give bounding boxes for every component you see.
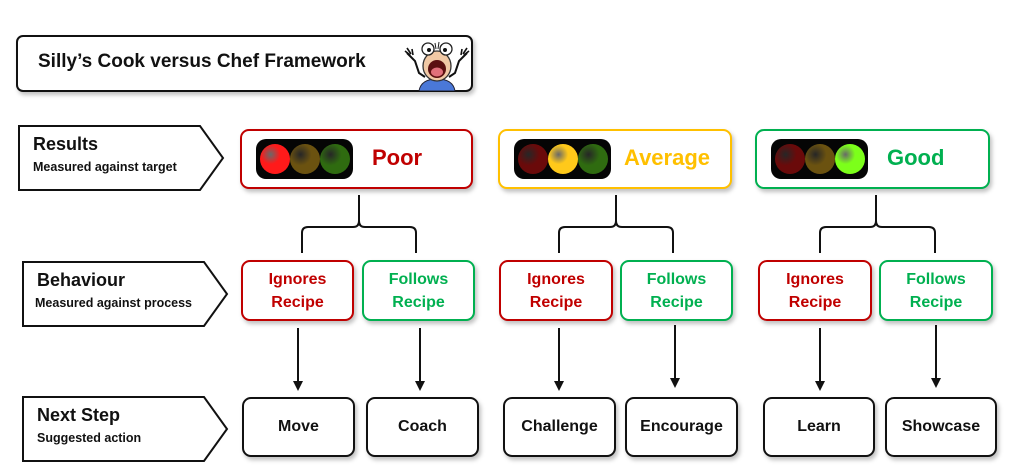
pentagon-arrow-shape	[22, 261, 229, 327]
red-lamp	[518, 144, 548, 174]
next-step-encourage: Encourage	[625, 397, 738, 457]
row-label-title: Behaviour	[37, 270, 126, 290]
row-label-subtitle: Measured against target	[33, 160, 177, 174]
behaviour-label: Ignores Recipe	[786, 270, 844, 311]
behaviour-ignores-poor: Ignores Recipe	[241, 260, 354, 321]
row-label-subtitle: Suggested action	[37, 431, 142, 445]
result-box-poor: Poor	[240, 129, 473, 189]
brace-average	[558, 195, 674, 253]
amber-lamp	[548, 144, 578, 174]
row-label-next-step: Next Step Suggested action	[22, 396, 229, 462]
next-step-coach: Coach	[366, 397, 479, 457]
next-step-showcase: Showcase	[885, 397, 997, 457]
behaviour-ignores-good: Ignores Recipe	[758, 260, 872, 321]
screaming-cartoon-face-icon	[404, 41, 470, 91]
next-step-label: Challenge	[521, 418, 598, 435]
next-step-label: Encourage	[640, 418, 723, 435]
behaviour-label: Follows Recipe	[388, 270, 449, 311]
behaviour-follows-poor: Follows Recipe	[362, 260, 475, 321]
behaviour-follows-good: Follows Recipe	[879, 260, 993, 321]
red-lamp	[260, 144, 290, 174]
behaviour-label: Follows Recipe	[646, 270, 707, 311]
title-box: Silly’s Cook versus Chef Framework	[16, 35, 473, 92]
next-step-challenge: Challenge	[503, 397, 616, 457]
red-lamp	[775, 144, 805, 174]
row-label-results: Results Measured against target	[18, 125, 225, 191]
green-lamp	[835, 144, 865, 174]
next-step-label: Showcase	[901, 418, 981, 435]
next-step-label: Coach	[398, 418, 447, 435]
pentagon-arrow-shape	[22, 396, 229, 462]
behaviour-follows-average: Follows Recipe	[620, 260, 733, 321]
green-lamp	[320, 144, 350, 174]
next-step-label: Move	[278, 418, 319, 435]
next-step-move: Move	[242, 397, 355, 457]
row-label-behaviour: Behaviour Measured against process	[22, 261, 229, 327]
green-lamp	[578, 144, 608, 174]
traffic-light-icon	[514, 139, 611, 179]
pentagon-arrow-shape	[18, 125, 225, 191]
behaviour-label: Follows Recipe	[906, 270, 966, 311]
traffic-light-icon	[256, 139, 353, 179]
result-label: Poor	[372, 145, 423, 170]
row-label-subtitle: Measured against process	[35, 296, 193, 310]
amber-lamp	[290, 144, 320, 174]
next-step-label: Learn	[797, 418, 841, 435]
result-box-average: Average	[498, 129, 732, 189]
traffic-light-icon	[771, 139, 868, 179]
behaviour-label: Ignores Recipe	[527, 270, 585, 311]
brace-poor	[301, 195, 417, 253]
result-box-good: Good	[755, 129, 990, 189]
row-label-title: Results	[33, 134, 99, 154]
brace-good	[819, 195, 936, 253]
result-label: Good	[887, 145, 945, 170]
row-label-title: Next Step	[37, 405, 121, 425]
page-title: Silly’s Cook versus Chef Framework	[38, 51, 366, 72]
next-step-learn: Learn	[763, 397, 875, 457]
result-label: Average	[624, 145, 711, 170]
behaviour-ignores-average: Ignores Recipe	[499, 260, 613, 321]
amber-lamp	[805, 144, 835, 174]
behaviour-label: Ignores Recipe	[268, 270, 327, 311]
